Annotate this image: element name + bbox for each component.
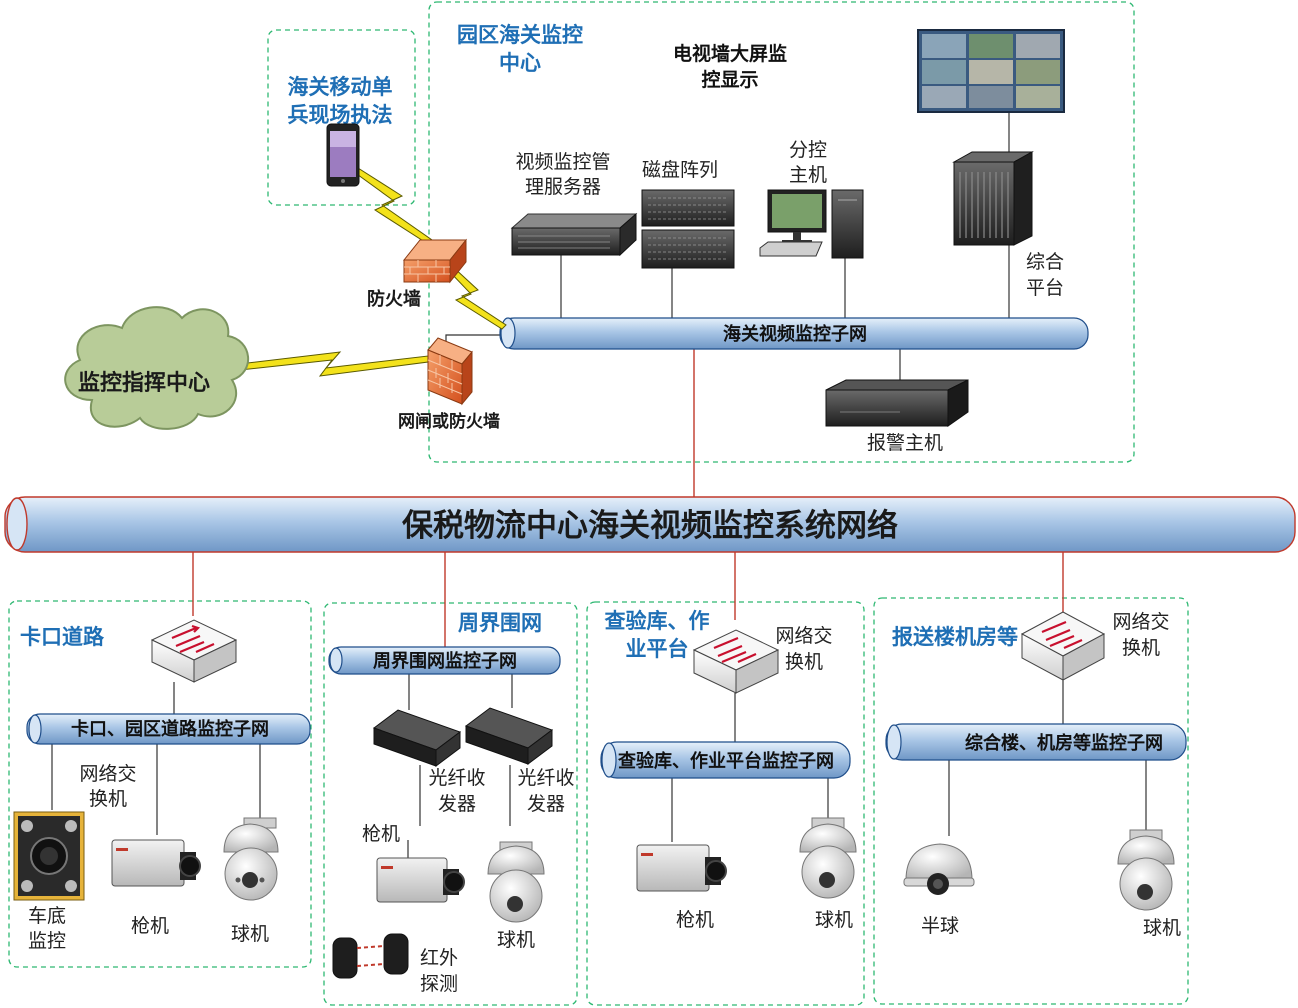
building-dome-camera-icon <box>1117 829 1175 911</box>
platform-line2: 平台 <box>1026 277 1064 299</box>
checkpoint-dome-camera-icon <box>223 817 279 901</box>
building-title: 报送楼机房等 <box>892 625 1018 649</box>
half-dome-camera-icon <box>903 843 975 895</box>
red-links <box>192 349 1064 647</box>
server-icon <box>510 212 638 257</box>
command-center-cloud: 监控指挥中心 <box>64 306 249 430</box>
inspection-dome-label: 球机 <box>815 909 853 931</box>
building-subnet-label: 综合楼、机房等监控子网 <box>965 732 1163 754</box>
inspection-title-line2: 业平台 <box>626 637 689 661</box>
checkpoint-subnet-label: 卡口、园区道路监控子网 <box>71 718 269 740</box>
transceiver2-line1: 光纤收 <box>517 767 574 789</box>
integrated-platform-icon <box>952 151 1034 246</box>
customs-title-line1: 园区海关监控 <box>457 23 583 47</box>
zone-building <box>873 597 1189 1005</box>
lightning-firewall-subnet <box>447 265 507 330</box>
perimeter-subnet-label: 周界围网监控子网 <box>373 650 517 672</box>
perimeter-gun-camera-icon <box>376 857 465 903</box>
lightning-links <box>221 167 507 377</box>
disk-array-icon <box>641 189 735 269</box>
branch-host-line1: 分控 <box>789 139 827 161</box>
gateway-label: 网闸或防火墙 <box>398 411 500 432</box>
building-switch-icon <box>1020 611 1106 681</box>
fiber-transceiver-2-icon <box>464 707 554 765</box>
server-label-line2: 理服务器 <box>525 176 601 198</box>
perimeter-subnet-pipe: 周界围网监控子网 <box>328 646 561 675</box>
inspection-title-line1: 查验库、作 <box>605 609 710 633</box>
building-switch-line2: 换机 <box>1122 637 1160 659</box>
inspection-dome-camera-icon <box>799 817 857 899</box>
command-center-label: 监控指挥中心 <box>78 370 210 396</box>
zone-customs-center <box>428 1 1135 463</box>
mobile-title-line1: 海关移动单 <box>288 75 393 99</box>
inspection-subnet-pipe: 查验库、作业平台监控子网 <box>600 741 851 779</box>
transceiver1-line2: 发器 <box>438 793 476 815</box>
inspection-switch-line2: 换机 <box>785 651 823 673</box>
inspection-switch-icon <box>692 629 780 694</box>
zone-inspection <box>586 601 865 1006</box>
branch-host-line2: 主机 <box>789 164 827 186</box>
alarm-host-icon <box>825 379 969 427</box>
video-wall-icon <box>917 29 1065 113</box>
tv-wall-line1: 电视墙大屏监 <box>673 42 787 65</box>
half-dome-label: 半球 <box>921 915 959 937</box>
checkpoint-gun-label: 枪机 <box>131 915 169 937</box>
tv-wall-line2: 控显示 <box>701 68 758 91</box>
perimeter-dome-label: 球机 <box>497 929 535 951</box>
inspection-switch-line1: 网络交 <box>775 625 832 647</box>
smartphone-icon <box>326 123 360 187</box>
checkpoint-title: 卡口道路 <box>20 625 105 649</box>
checkpoint-switch-icon <box>150 619 238 683</box>
zone-perimeter <box>323 602 578 1006</box>
transceiver1-line1: 光纤收 <box>428 767 485 789</box>
customs-subnet-label: 海关视频监控子网 <box>723 323 867 345</box>
black-links <box>51 110 1147 858</box>
checkpoint-dome-label: 球机 <box>231 923 269 945</box>
platform-line1: 综合 <box>1026 251 1064 273</box>
inspection-subnet-label: 查验库、作业平台监控子网 <box>618 750 834 772</box>
lightning-mobile-firewall <box>353 167 433 245</box>
under-vehicle-line1: 车底 <box>28 905 66 927</box>
infrared-line2: 探测 <box>420 973 458 995</box>
building-subnet-pipe: 综合楼、机房等监控子网 <box>885 723 1187 761</box>
under-vehicle-icon <box>13 811 85 901</box>
fiber-transceiver-1-icon <box>372 709 462 767</box>
perimeter-title: 周界围网 <box>458 611 542 635</box>
workstation-icon <box>759 189 864 259</box>
mobile-firewall-label: 防火墙 <box>367 288 421 310</box>
disk-array-label: 磁盘阵列 <box>642 159 718 181</box>
server-label-line1: 视频监控管 <box>515 151 610 173</box>
building-switch-line1: 网络交 <box>1112 611 1169 633</box>
perimeter-gun-label: 枪机 <box>362 823 400 845</box>
mobile-firewall-icon <box>402 238 468 284</box>
checkpoint-subnet-pipe: 卡口、园区道路监控子网 <box>26 713 311 745</box>
zone-mobile <box>267 29 416 206</box>
alarm-host-label: 报警主机 <box>867 432 943 454</box>
infrared-line1: 红外 <box>420 947 458 969</box>
main-network-pipe: 保税物流中心海关视频监控系统网络 <box>4 496 1296 553</box>
customs-title-line2: 中心 <box>499 51 541 75</box>
lightning-command-gateway <box>221 351 429 377</box>
checkpoint-gun-camera-icon <box>111 839 201 887</box>
inspection-gun-label: 枪机 <box>676 909 714 931</box>
checkpoint-switch-line2: 换机 <box>89 788 127 810</box>
under-vehicle-line2: 监控 <box>28 930 66 952</box>
customs-subnet-pipe: 海关视频监控子网 <box>499 317 1089 350</box>
building-dome-label: 球机 <box>1143 917 1181 939</box>
perimeter-dome-camera-icon <box>487 841 545 923</box>
mobile-title-line2: 兵现场执法 <box>288 103 393 127</box>
checkpoint-switch-line1: 网络交 <box>79 763 136 785</box>
zone-borders <box>8 1 1189 1006</box>
zone-checkpoint <box>8 600 312 968</box>
inspection-gun-camera-icon <box>636 844 727 892</box>
gateway-firewall-icon <box>427 337 473 406</box>
transceiver2-line2: 发器 <box>527 793 565 815</box>
infrared-detector-icon <box>332 933 409 979</box>
main-network-label: 保税物流中心海关视频监控系统网络 <box>402 508 898 544</box>
